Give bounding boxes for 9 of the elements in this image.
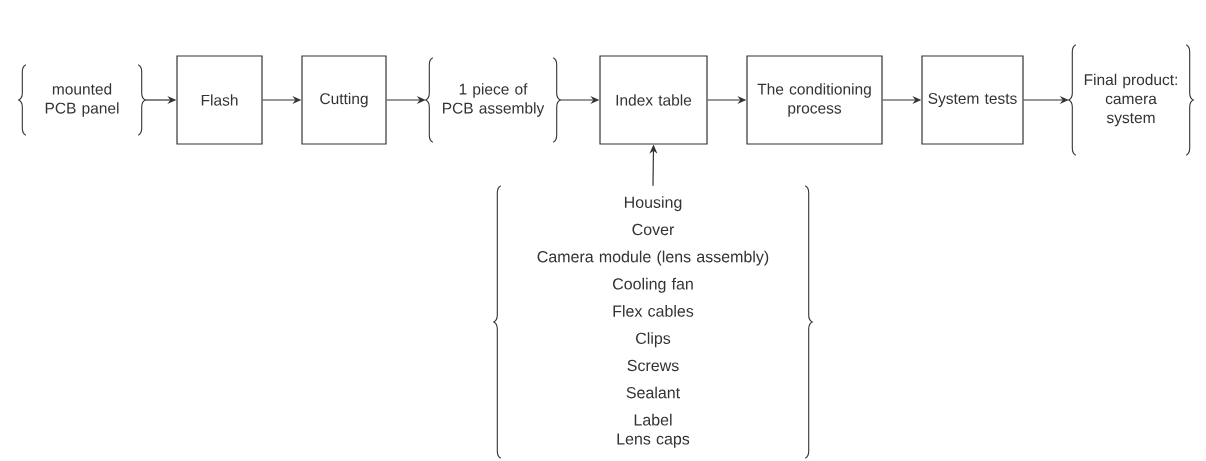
process-box: Flash: [176, 55, 263, 145]
process-box: The conditioning process: [746, 55, 883, 145]
braced-text-group: 1 piece of PCB assembly: [425, 57, 561, 143]
braced-text-group: mounted PCB panel: [18, 64, 146, 136]
process-box: Index table: [599, 55, 708, 145]
braced-text-group: Final product: camera system: [1068, 44, 1194, 156]
process-box: Cutting: [301, 55, 387, 145]
braced-text-group: Housing Cover Camera module (lens assembly) Cooling fan Flex cables Clips Screws Sealant Label Lens caps: [493, 185, 813, 459]
process-box: System tests: [921, 55, 1024, 145]
